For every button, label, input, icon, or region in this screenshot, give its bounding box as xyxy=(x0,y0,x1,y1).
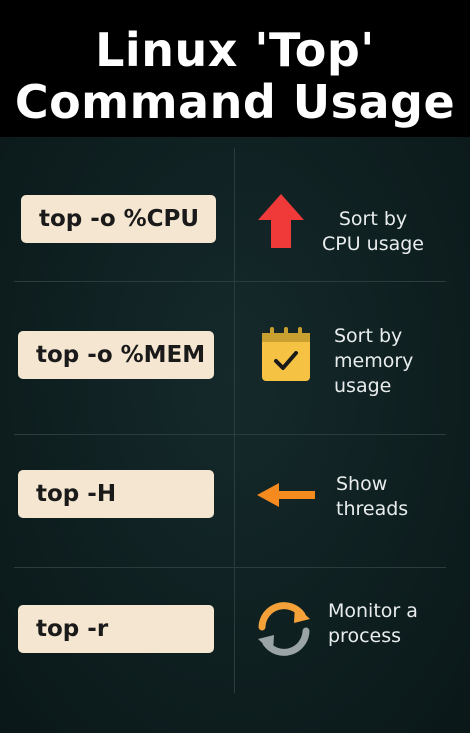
column-divider xyxy=(234,148,235,693)
desc-line: usage xyxy=(334,375,392,397)
description-mem: Sort by memory usage xyxy=(334,324,454,399)
row-divider-2 xyxy=(14,434,446,435)
desc-line: Sort by xyxy=(334,325,403,347)
row-divider-3 xyxy=(14,567,446,568)
red-up-arrow-icon xyxy=(256,192,306,254)
row-divider-1 xyxy=(14,281,446,282)
description-threads: Show threads xyxy=(336,472,456,522)
desc-line: Show xyxy=(336,473,388,495)
command-box-cpu: top -o %CPU xyxy=(21,195,216,243)
desc-line: Monitor a xyxy=(328,600,418,622)
refresh-cycle-icon xyxy=(254,599,314,663)
command-text: top -H xyxy=(36,481,117,507)
desc-line: threads xyxy=(336,498,409,520)
command-text: top -o %CPU xyxy=(39,206,200,232)
command-box-monitor: top -r xyxy=(18,605,214,653)
title-line-2: Command Usage xyxy=(14,75,456,129)
calendar-check-icon xyxy=(260,325,312,387)
desc-line: CPU usage xyxy=(321,233,424,255)
desc-line: Sort by xyxy=(338,208,408,230)
title-line-1: Linux 'Top' xyxy=(95,23,375,77)
desc-line: process xyxy=(328,625,402,647)
header-banner: Linux 'Top' Command Usage xyxy=(0,0,470,137)
left-arrow-icon xyxy=(255,480,317,514)
command-box-threads: top -H xyxy=(18,470,214,518)
command-text: top -o %MEM xyxy=(36,342,206,368)
description-monitor: Monitor a process xyxy=(328,599,458,649)
description-cpu: Sort by CPU usage xyxy=(298,207,448,257)
desc-line: memory xyxy=(334,350,414,372)
command-text: top -r xyxy=(36,616,109,642)
command-box-mem: top -o %MEM xyxy=(18,331,214,379)
